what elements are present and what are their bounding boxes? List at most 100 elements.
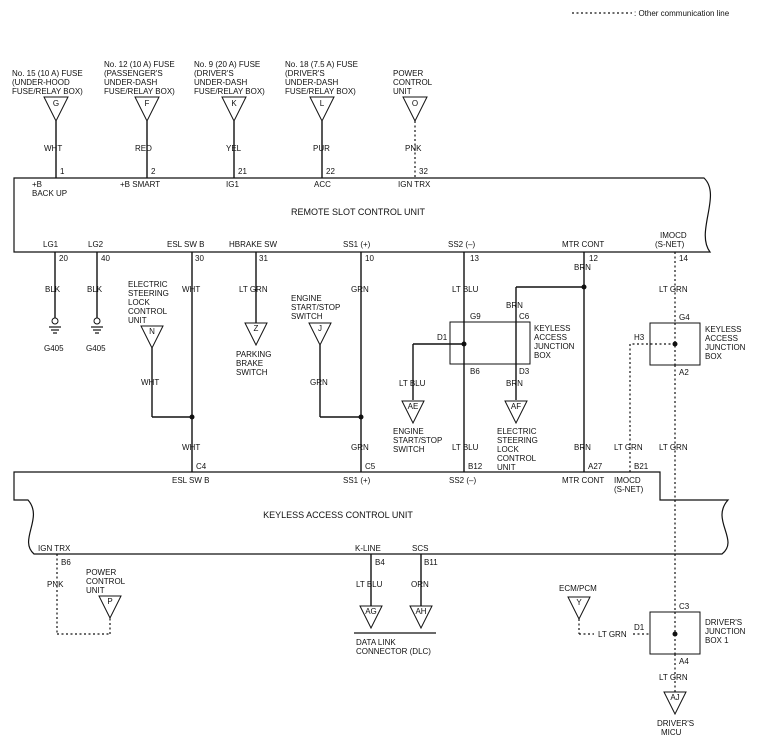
pcu2-label-line: UNIT [86, 586, 105, 595]
wire-color: BRN [574, 263, 591, 272]
ground-label: G405 [86, 344, 106, 353]
legend-label: : Other communication line [634, 9, 730, 18]
kacu-signal-label: SCS [412, 544, 428, 553]
pin-number: G4 [679, 313, 690, 322]
kajb-label-line: ACCESS [534, 333, 567, 342]
pin-number: B6 [470, 367, 480, 376]
pcu2-label-line: POWER [86, 568, 116, 577]
kacu-signal-label: IMOCD [614, 476, 641, 485]
kajb-label-line: KEYLESS [534, 324, 570, 333]
triangle-letter: P [107, 597, 112, 606]
esl-unit-label-line: ELECTRIC [128, 280, 168, 289]
connector-triangle-ae: AE [401, 400, 425, 425]
wire-color-background [594, 627, 632, 639]
pin-number: C5 [365, 462, 376, 471]
wire-color: WHT [182, 443, 200, 452]
kacu-title: KEYLESS ACCESS CONTROL UNIT [263, 510, 413, 520]
pin-number: C4 [196, 462, 207, 471]
af-label-line: ELECTRIC [497, 427, 537, 436]
triangle-letter: K [231, 99, 237, 108]
connector-triangle-z: Z [244, 322, 268, 347]
wire-color: YEL [226, 144, 242, 153]
connector-triangle-p: P [98, 595, 122, 620]
pin-number: 14 [679, 254, 688, 263]
pin-number: 32 [419, 167, 428, 176]
pin-number: 13 [470, 254, 479, 263]
pin-number: C3 [679, 602, 690, 611]
rscu-pin-signal: SS2 (–) [448, 240, 475, 249]
djb-label-line: BOX 1 [705, 636, 729, 645]
triangle-letter: AE [408, 402, 419, 411]
connector-triangle-j: J [308, 322, 332, 347]
wire-color: PNK [47, 580, 64, 589]
source-label-fuse-15: No. 15 (10 A) FUSE (UNDER-HOOD FUSE/RELA… [12, 69, 83, 96]
source-label-line: POWER [393, 69, 423, 78]
wire-color: BRN [506, 379, 523, 388]
wire-color: BLK [87, 285, 103, 294]
esl-unit-label-line: STEERING [128, 289, 169, 298]
pin-number: B4 [375, 558, 385, 567]
pin-number: A27 [588, 462, 603, 471]
remote-slot-control-unit-box [13, 177, 712, 253]
connector-triangle-ah: AH [409, 605, 433, 630]
source-label-line: FUSE/RELAY BOX) [285, 87, 356, 96]
connector-triangle-l: L [309, 96, 335, 123]
engine-switch-label-line: SWITCH [291, 312, 323, 321]
pcu2-label-line: CONTROL [86, 577, 126, 586]
pin-number: 12 [589, 254, 598, 263]
splice-dot [358, 414, 364, 420]
triangle-letter: L [320, 99, 325, 108]
pin-number: 10 [365, 254, 374, 263]
ground-symbol-icon [91, 317, 103, 334]
wire-color: BRN [506, 301, 523, 310]
kacu-signal-label: MTR CONT [562, 476, 604, 485]
connector-triangle-y: Y [567, 596, 591, 621]
rscu-signal-label: +B [32, 180, 42, 189]
triangle-letter: AH [415, 607, 426, 616]
wire-color: LT BLU [399, 379, 426, 388]
pin-number: A2 [679, 368, 689, 377]
af-label-line: STEERING [497, 436, 538, 445]
keyless-access-control-unit-box [13, 471, 730, 555]
pin-number: 20 [59, 254, 68, 263]
pin-number: B21 [634, 462, 649, 471]
wire-color: RED [135, 144, 152, 153]
source-label-line: (UNDER-HOOD [12, 78, 70, 87]
rscu-signal-label: IGN TRX [398, 180, 431, 189]
connector-triangle-k: K [221, 96, 247, 123]
pin-number: 1 [60, 167, 65, 176]
pin-number: 31 [259, 254, 268, 263]
parking-brake-label-line: SWITCH [236, 368, 268, 377]
source-label-power-control-unit: POWER CONTROL UNIT [393, 69, 433, 96]
esl-unit-label-line: CONTROL [128, 307, 168, 316]
kacu-signal-label: SS2 (–) [449, 476, 476, 485]
triangle-letter: F [145, 99, 150, 108]
connector-triangle-g: G [43, 96, 69, 123]
triangle-letter: Z [254, 324, 259, 333]
kacu-signal-label: (S-NET) [614, 485, 644, 494]
source-label-line: FUSE/RELAY BOX) [12, 87, 83, 96]
ground-label: G405 [44, 344, 64, 353]
source-label-line: No. 15 (10 A) FUSE [12, 69, 83, 78]
wire-color: LT GRN [659, 673, 688, 682]
source-label-line: (PASSENGER'S [104, 69, 163, 78]
pin-number: 40 [101, 254, 110, 263]
source-label-line: No. 9 (20 A) FUSE [194, 60, 260, 69]
wire-color: ORN [411, 580, 429, 589]
ae-label-line: START/STOP [393, 436, 442, 445]
wire-color: LT GRN [598, 630, 627, 639]
pin-number: B6 [61, 558, 71, 567]
wire-color: PUR [313, 144, 330, 153]
rscu-signal-label: IG1 [226, 180, 239, 189]
rscu-pin-signal: LG2 [88, 240, 104, 249]
wire-color: BRN [574, 443, 591, 452]
engine-switch-label-line: ENGINE [291, 294, 322, 303]
pin-number: D1 [437, 333, 448, 342]
splice-dot [672, 631, 678, 637]
ae-label-line: ENGINE [393, 427, 424, 436]
pin-number: G9 [470, 312, 481, 321]
wire-color: LT GRN [659, 285, 688, 294]
connector-triangle-n: N [140, 325, 164, 350]
triangle-letter: G [53, 99, 59, 108]
